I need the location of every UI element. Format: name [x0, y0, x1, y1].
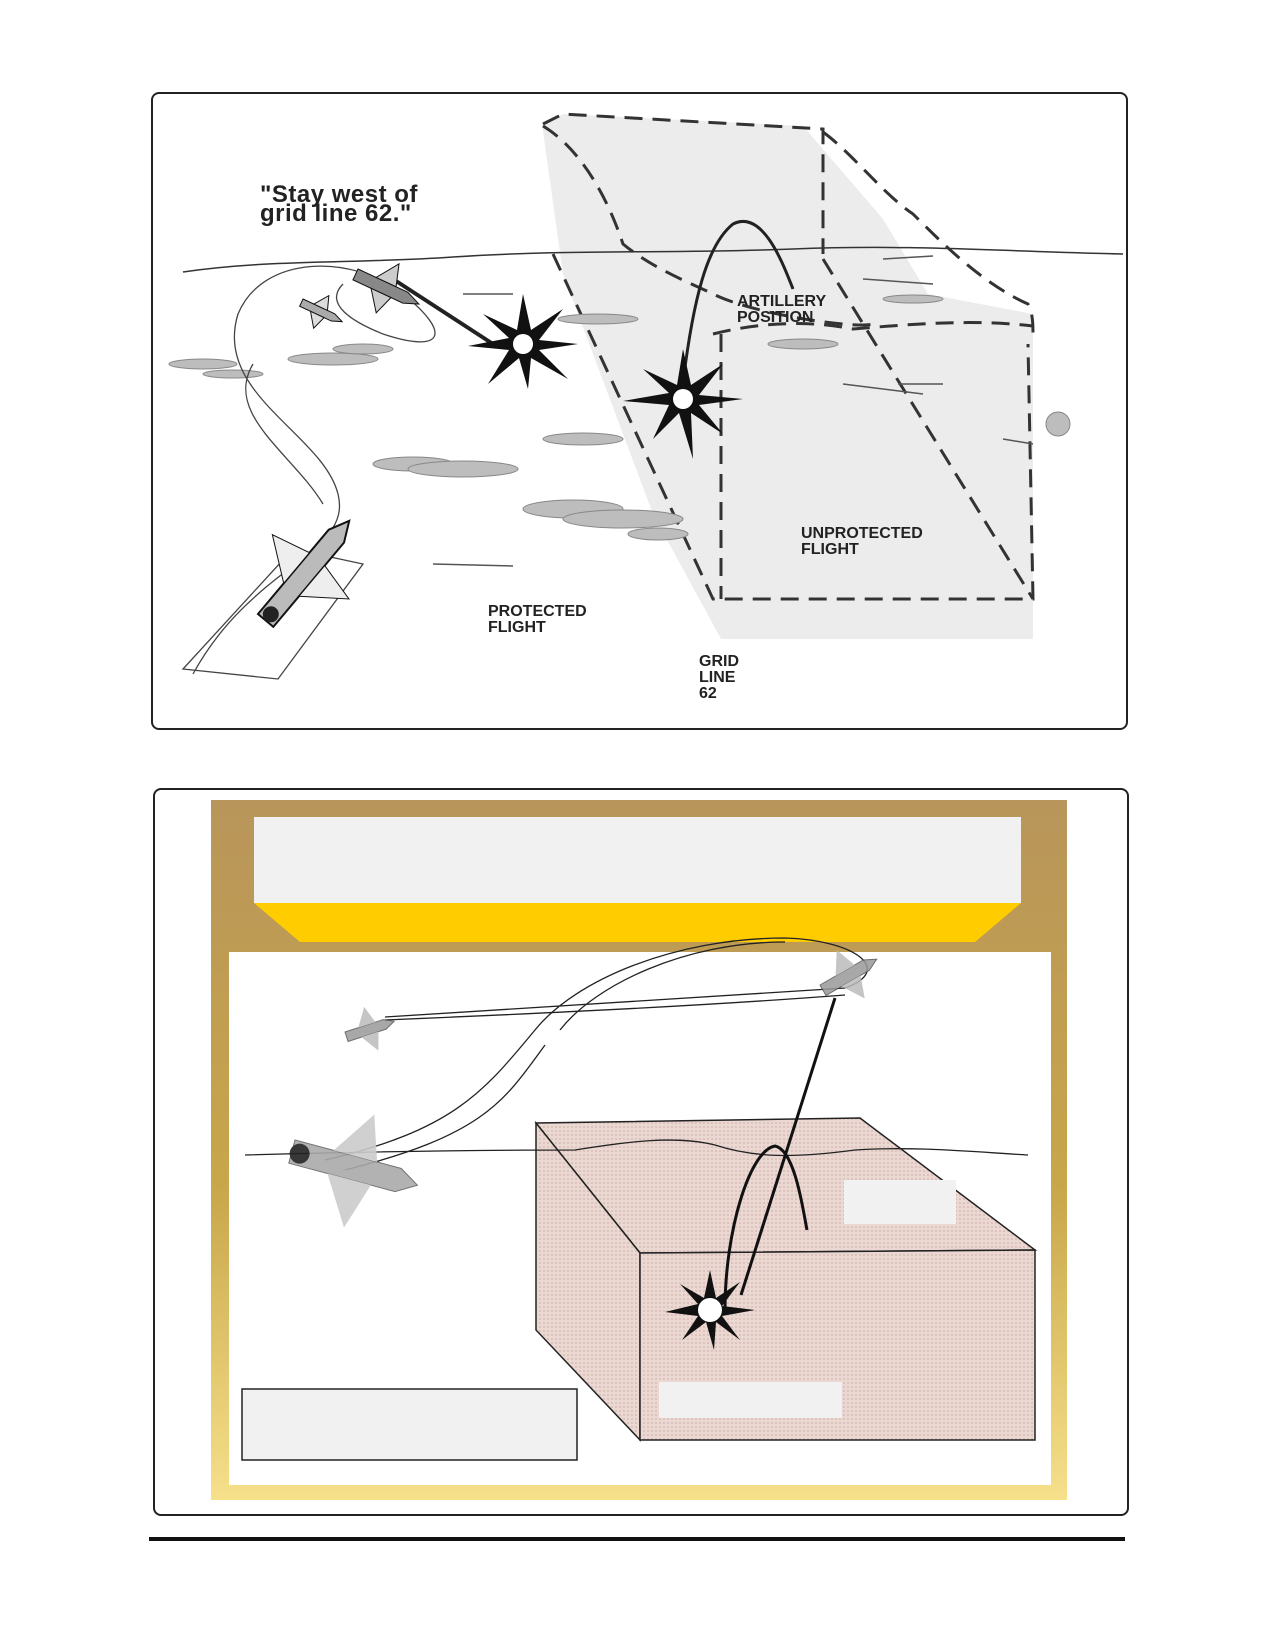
- protected-line-2: FLIGHT: [488, 619, 546, 636]
- explosion-protected: [468, 294, 578, 389]
- explosion-impact: [665, 1270, 755, 1350]
- unprotected-zone-shading: [542, 114, 1033, 639]
- unprotected-line-1: UNPROTECTED: [801, 525, 923, 542]
- impact-label-box: [659, 1382, 842, 1418]
- grid-line-3: 62: [699, 685, 717, 702]
- terrain-patches: [168, 294, 1071, 541]
- terrain-strokes: [432, 255, 1034, 567]
- unprotected-flight-label: UNPROTECTED FLIGHT: [801, 526, 923, 558]
- artillery-shell-trajectory: [679, 220, 795, 400]
- wing-jet: [298, 294, 344, 330]
- quote-line-1: "Stay west of: [260, 181, 418, 208]
- yellow-band: [254, 903, 1021, 942]
- unprotected-line-2: FLIGHT: [801, 541, 859, 558]
- artillery-position-label: ARTILLERY POSITION: [737, 294, 826, 326]
- attack-line: [739, 997, 837, 1296]
- grid-line-1: GRID: [699, 653, 739, 670]
- scenario-frame-illustration: [153, 788, 1129, 1516]
- explosion-unprotected: [623, 349, 743, 459]
- horizon-line: [182, 246, 1124, 273]
- title-box: [254, 817, 1021, 903]
- protected-line-1: PROTECTED: [488, 603, 587, 620]
- caption-box: [241, 1388, 578, 1461]
- page-rule: [149, 1537, 1125, 1541]
- bottom-scene-drawing: [211, 800, 1067, 1500]
- top-scene-drawing: [168, 112, 1124, 680]
- grid-line-label: GRID LINE 62: [699, 654, 739, 702]
- protected-flight-label: PROTECTED FLIGHT: [488, 604, 587, 636]
- lead-jet: [352, 262, 421, 314]
- right-jet: [819, 949, 878, 999]
- horizon-line: [244, 1139, 1029, 1157]
- zone-label-box: [844, 1180, 956, 1224]
- distant-jet: [344, 1006, 396, 1051]
- unprotected-zone-boundary: [542, 112, 1035, 601]
- quote-line-2: grid line 62.": [260, 200, 412, 227]
- flight-path-upper: [324, 937, 868, 1161]
- quote-text: "Stay west of grid line 62.": [260, 181, 418, 227]
- near-jet: [288, 1114, 419, 1228]
- grid-line-2: LINE: [699, 669, 736, 686]
- flight-path-loop-edge: [181, 548, 365, 680]
- artillery-line-2: POSITION: [737, 309, 814, 326]
- protected-flight-illustration: "Stay west of grid line 62." ARTILLERY P…: [151, 92, 1128, 730]
- artillery-line-1: ARTILLERY: [737, 293, 827, 310]
- attack-line: [391, 277, 495, 346]
- climbing-jet: [256, 519, 351, 629]
- artillery-shell-trajectory: [723, 1144, 809, 1311]
